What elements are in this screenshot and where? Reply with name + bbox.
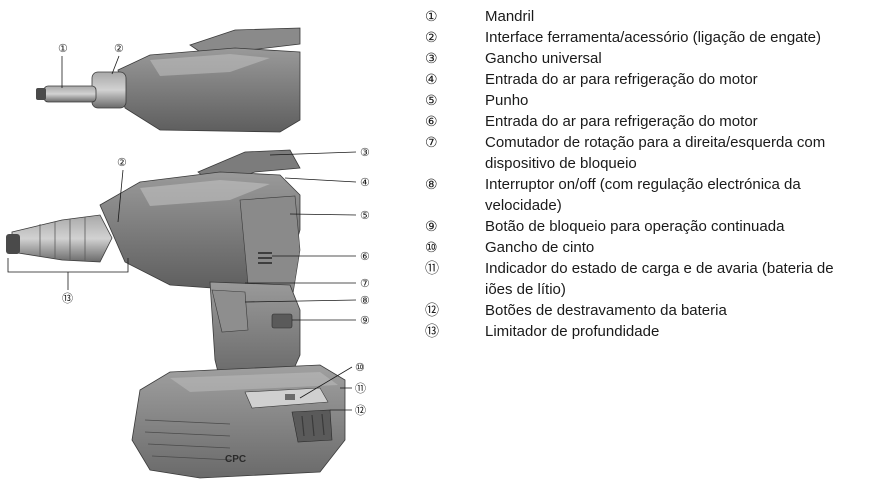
legend-item: ⑨ Botão de bloqueio para operação continu…: [425, 216, 855, 237]
legend-number: ④: [425, 71, 438, 87]
legend-number: ⑨: [425, 218, 438, 234]
callout-9: ⑨: [360, 315, 370, 327]
legend-item: ① Mandril: [425, 6, 855, 27]
callout-8: ⑧: [360, 295, 370, 307]
callout-2-top: ②: [114, 43, 124, 55]
legend-text: Interruptor on/off (com regulação electr…: [485, 176, 801, 214]
callout-6: ⑥: [360, 251, 370, 263]
legend-item: ⑩ Gancho de cinto: [425, 237, 855, 258]
legend-text: Entrada do ar para refrigeração do motor: [485, 113, 758, 130]
screwdriver-illustration: ① ②: [6, 27, 370, 479]
callout-1: ①: [58, 43, 68, 55]
callout-2-main: ②: [117, 157, 127, 169]
screwdriver-drawing: ① ②: [6, 27, 370, 479]
legend-text: Limitador de profundidade: [485, 323, 660, 340]
legend-item: ② Interface ferramenta/acessório (ligação…: [425, 27, 855, 48]
legend-item: ⑫ Botões de destravamento da bateria: [425, 300, 855, 321]
legend-number: ⑤: [425, 92, 438, 108]
legend-item: ⑧ Interruptor on/off (com regulação elect…: [425, 174, 855, 216]
brand-mark: CPC: [225, 454, 246, 465]
main-view: CPC ⑬ ② ③ ④ ⑤ ⑥: [6, 147, 370, 479]
callout-12: ⑫: [355, 404, 366, 417]
legend-number: ③: [425, 50, 438, 66]
legend-item: ⑤ Punho: [425, 90, 855, 111]
legend-text: Indicador do estado de carga e de avaria…: [485, 260, 834, 298]
legend-text: Gancho universal: [485, 50, 602, 67]
legend-item: ③ Gancho universal: [425, 48, 855, 69]
legend-number: ⑦: [425, 134, 438, 150]
legend-item: ⑥ Entrada do ar para refrigeração do moto…: [425, 111, 855, 132]
legend-text: Comutador de rotação para a direita/esqu…: [485, 134, 826, 172]
legend-number: ①: [425, 8, 438, 24]
legend-item: ⑦ Comutador de rotação para a direita/esq…: [425, 132, 855, 174]
legend-text: Interface ferramenta/acessório (ligação …: [485, 29, 822, 46]
callout-7: ⑦: [360, 278, 370, 290]
legend-text: Gancho de cinto: [485, 239, 595, 256]
legend-number: ⑧: [425, 176, 438, 192]
legend-number: ⑪: [425, 260, 439, 276]
legend-item: ⑪ Indicador do estado de carga e de avari…: [425, 258, 855, 300]
legend-number: ⑬: [425, 323, 439, 339]
legend-text: Botão de bloqueio para operação continua…: [485, 218, 785, 235]
legend-item: ⑬ Limitador de profundidade: [425, 321, 855, 342]
legend-text: Botões de destravamento da bateria: [485, 302, 727, 319]
legend-text: Mandril: [485, 8, 535, 25]
detail-view: ① ②: [36, 27, 301, 133]
callout-5: ⑤: [360, 210, 370, 222]
legend-text: Punho: [485, 92, 529, 109]
callout-10: ⑩: [355, 362, 365, 374]
legend-number: ②: [425, 29, 438, 45]
legend-number: ⑫: [425, 302, 439, 318]
callout-4: ④: [360, 177, 370, 189]
legend-number: ⑩: [425, 239, 438, 255]
legend-number: ⑥: [425, 113, 438, 129]
callout-11: ⑪: [355, 382, 366, 395]
callout-13: ⑬: [62, 292, 73, 305]
legend-item: ④ Entrada do ar para refrigeração do moto…: [425, 69, 855, 90]
legend-text: Entrada do ar para refrigeração do motor: [485, 71, 758, 88]
parts-legend: ① Mandril ② Interface ferramenta/acessório…: [425, 6, 855, 342]
callout-3: ③: [360, 147, 370, 159]
